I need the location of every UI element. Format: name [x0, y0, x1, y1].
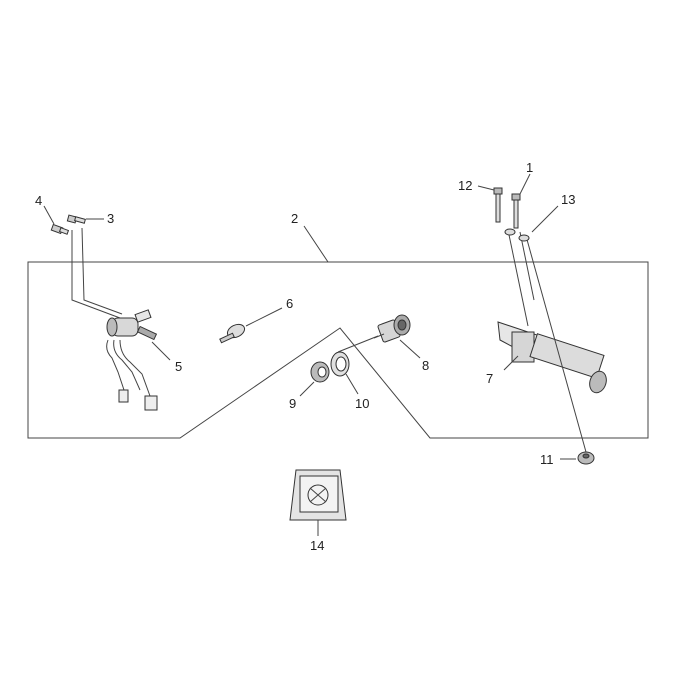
callout-14: 14	[310, 538, 324, 553]
callout-4: 4	[35, 193, 42, 208]
bolt-part-12	[477, 185, 503, 223]
callout-2: 2	[291, 211, 298, 226]
label-sticker-part	[289, 469, 347, 536]
callout-8: 8	[422, 358, 429, 373]
callout-7: 7	[486, 371, 493, 386]
nut-part	[299, 361, 330, 397]
callout-12: 12	[458, 178, 472, 193]
nut-part-11	[560, 451, 595, 465]
key-part	[219, 307, 283, 344]
kit-outline	[27, 261, 649, 439]
callout-1: 1	[526, 160, 533, 175]
leader-2	[303, 225, 329, 263]
ignition-switch-part	[71, 227, 171, 411]
callout-5: 5	[175, 359, 182, 374]
lock-bracket-part	[497, 229, 607, 453]
washer-part-13	[504, 205, 559, 242]
callout-6: 6	[286, 296, 293, 311]
lock-cylinder-part	[373, 314, 421, 359]
callout-13: 13	[561, 192, 575, 207]
callout-3: 3	[107, 211, 114, 226]
washer-part	[330, 335, 379, 395]
callout-9: 9	[289, 396, 296, 411]
screw-part-4	[43, 205, 70, 235]
callout-11: 11	[540, 452, 554, 467]
screw-part-3	[66, 214, 104, 224]
callout-10: 10	[355, 396, 369, 411]
bolt-part-1	[511, 173, 531, 229]
